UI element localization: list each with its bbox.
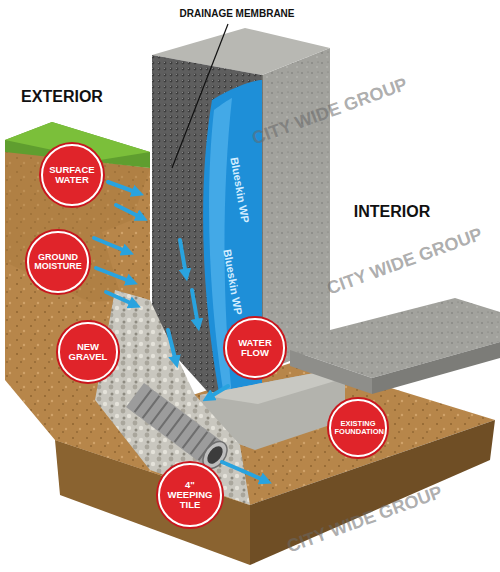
watermark: CITY WIDE GROUP xyxy=(250,75,411,150)
callout-text: GROUND MOISTURE xyxy=(33,253,83,272)
callout-text: 4" WEEPING TILE xyxy=(166,480,213,510)
callout-text: SURFACE WATER xyxy=(47,165,97,185)
callout-circle: 4" WEEPING TILE xyxy=(158,463,222,527)
callout-text: WATER FLOW xyxy=(231,338,278,358)
water-arrow xyxy=(168,330,176,362)
water-arrow xyxy=(94,238,128,252)
slab-edge xyxy=(290,350,372,394)
product-print: Blueskin WP xyxy=(221,248,244,316)
watermark: CITY WIDE GROUP xyxy=(285,483,446,558)
callout-label: DRAINAGE MEMBRANE xyxy=(180,8,295,19)
side-label: EXTERIOR xyxy=(21,88,103,106)
water-arrow xyxy=(222,462,266,481)
leader-line xyxy=(172,24,228,168)
water-arrow xyxy=(208,386,228,398)
callout-circle: WATER FLOW xyxy=(225,318,284,377)
callout-circle: GROUND MOISTURE xyxy=(27,231,88,292)
watermark: CITY WIDE GROUP xyxy=(325,225,486,300)
water-arrow xyxy=(96,268,132,282)
slab-edge xyxy=(372,342,500,394)
callout-circle: NEW GRAVEL xyxy=(58,322,117,381)
side-label: INTERIOR xyxy=(354,203,430,221)
water-arrow xyxy=(180,240,186,275)
product-print: Blueskin WP xyxy=(228,156,251,224)
water-arrow xyxy=(192,290,198,325)
water-arrow xyxy=(108,182,138,193)
callout-circle: EXISTING FOUNDATION xyxy=(329,399,387,457)
callout-circle: SURFACE WATER xyxy=(41,144,103,206)
callout-text: NEW GRAVEL xyxy=(64,342,111,362)
water-arrow xyxy=(116,205,142,218)
pipe-corrugation xyxy=(135,390,216,460)
callout-text: EXISTING FOUNDATION xyxy=(334,420,381,436)
water-arrow xyxy=(106,292,135,305)
soil-cut-shade xyxy=(5,150,150,302)
